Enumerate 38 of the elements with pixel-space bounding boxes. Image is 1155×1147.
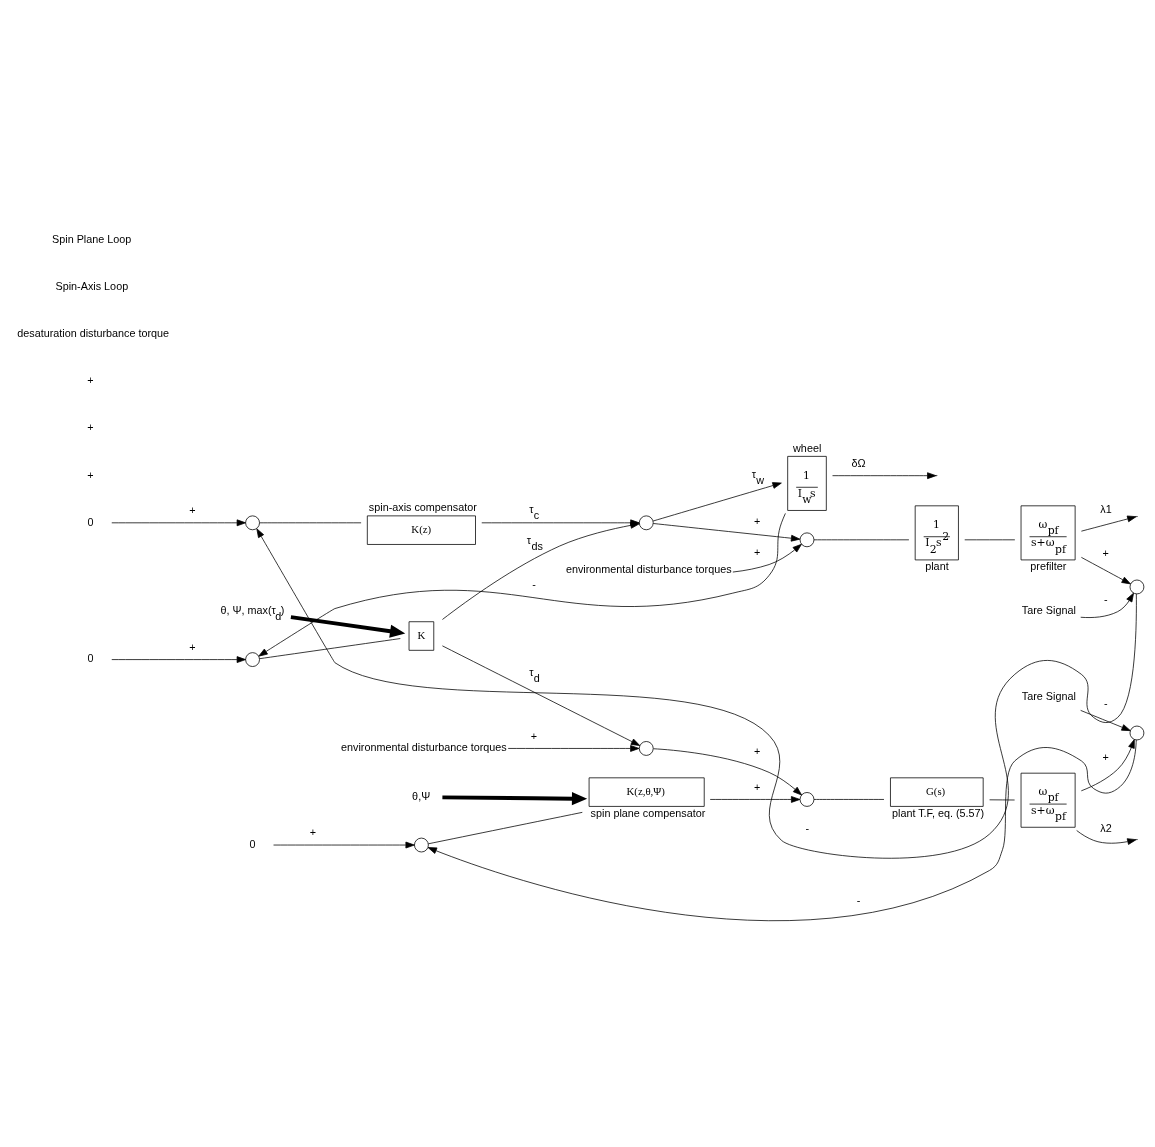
- label: Spin Plane Loop: [52, 232, 132, 245]
- edge-label: λ1: [1100, 503, 1112, 516]
- node-label: plant T.F, eq. (5.57): [892, 806, 985, 819]
- edge-label: +: [754, 745, 761, 758]
- edge-label: -: [805, 821, 810, 834]
- node-text: 0: [87, 652, 94, 665]
- edge-label: +: [754, 514, 761, 527]
- edge-label: +: [309, 826, 317, 839]
- label: +: [87, 468, 94, 481]
- edge-label: +: [189, 504, 196, 517]
- edge-label: δΩ: [851, 456, 866, 469]
- node-text: 0: [249, 837, 256, 850]
- edge-label: λ2: [1100, 821, 1112, 834]
- node-label: prefilter: [1030, 560, 1067, 573]
- edge-label: -: [1104, 697, 1108, 710]
- edge-label: +: [1102, 546, 1109, 559]
- node-text: environmental disturbance torques: [565, 562, 732, 575]
- edge-label: -: [1104, 592, 1108, 605]
- label: Spin-Axis Loop: [55, 280, 129, 292]
- node-label: spin plane compensator: [590, 806, 706, 819]
- node-text: environmental disturbance torques: [341, 741, 507, 754]
- node-text: Tare Signal: [1021, 690, 1076, 703]
- edge-label: +: [189, 640, 196, 653]
- node-text: θ,Ψ: [412, 789, 431, 802]
- edge-label: -: [532, 577, 536, 590]
- node-label: wheel: [793, 441, 822, 454]
- node-label: plant: [925, 560, 949, 573]
- edge-label: -: [856, 893, 861, 906]
- edge-label: +: [754, 545, 761, 558]
- node-text: Tare Signal: [1021, 603, 1076, 616]
- label: desaturation disturbance torque: [17, 327, 170, 340]
- label: +: [87, 421, 94, 434]
- node-text: 0: [87, 515, 94, 528]
- edge-label: +: [754, 780, 761, 793]
- label: +: [87, 374, 94, 387]
- edge-label: +: [1102, 750, 1109, 763]
- node-label: spin-axis compensator: [368, 501, 477, 514]
- edge-label: +: [530, 729, 538, 742]
